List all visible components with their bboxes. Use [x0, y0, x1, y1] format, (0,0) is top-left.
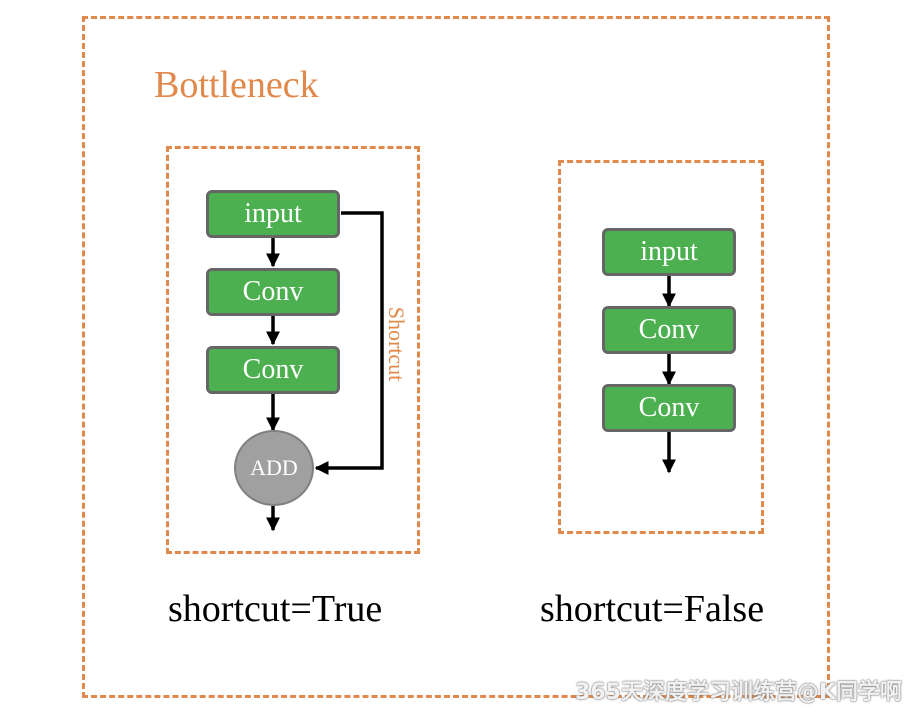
conv-node-right-1: Conv — [602, 306, 736, 354]
watermark: 365天深度学习训练营@K同学啊 — [575, 680, 902, 705]
shortcut-false-panel — [558, 160, 764, 534]
caption-shortcut-true: shortcut=True — [168, 588, 383, 630]
conv-node-left-1: Conv — [206, 268, 340, 316]
input-node-left: input — [206, 190, 340, 238]
caption-shortcut-false: shortcut=False — [540, 588, 765, 630]
input-node-right: input — [602, 228, 736, 276]
diagram-title: Bottleneck — [154, 64, 319, 106]
shortcut-true-panel — [166, 146, 420, 554]
conv-node-left-2: Conv — [206, 346, 340, 394]
conv-node-right-2: Conv — [602, 384, 736, 432]
bottleneck-frame — [82, 16, 830, 698]
add-node: ADD — [234, 430, 314, 506]
shortcut-path — [314, 211, 384, 475]
